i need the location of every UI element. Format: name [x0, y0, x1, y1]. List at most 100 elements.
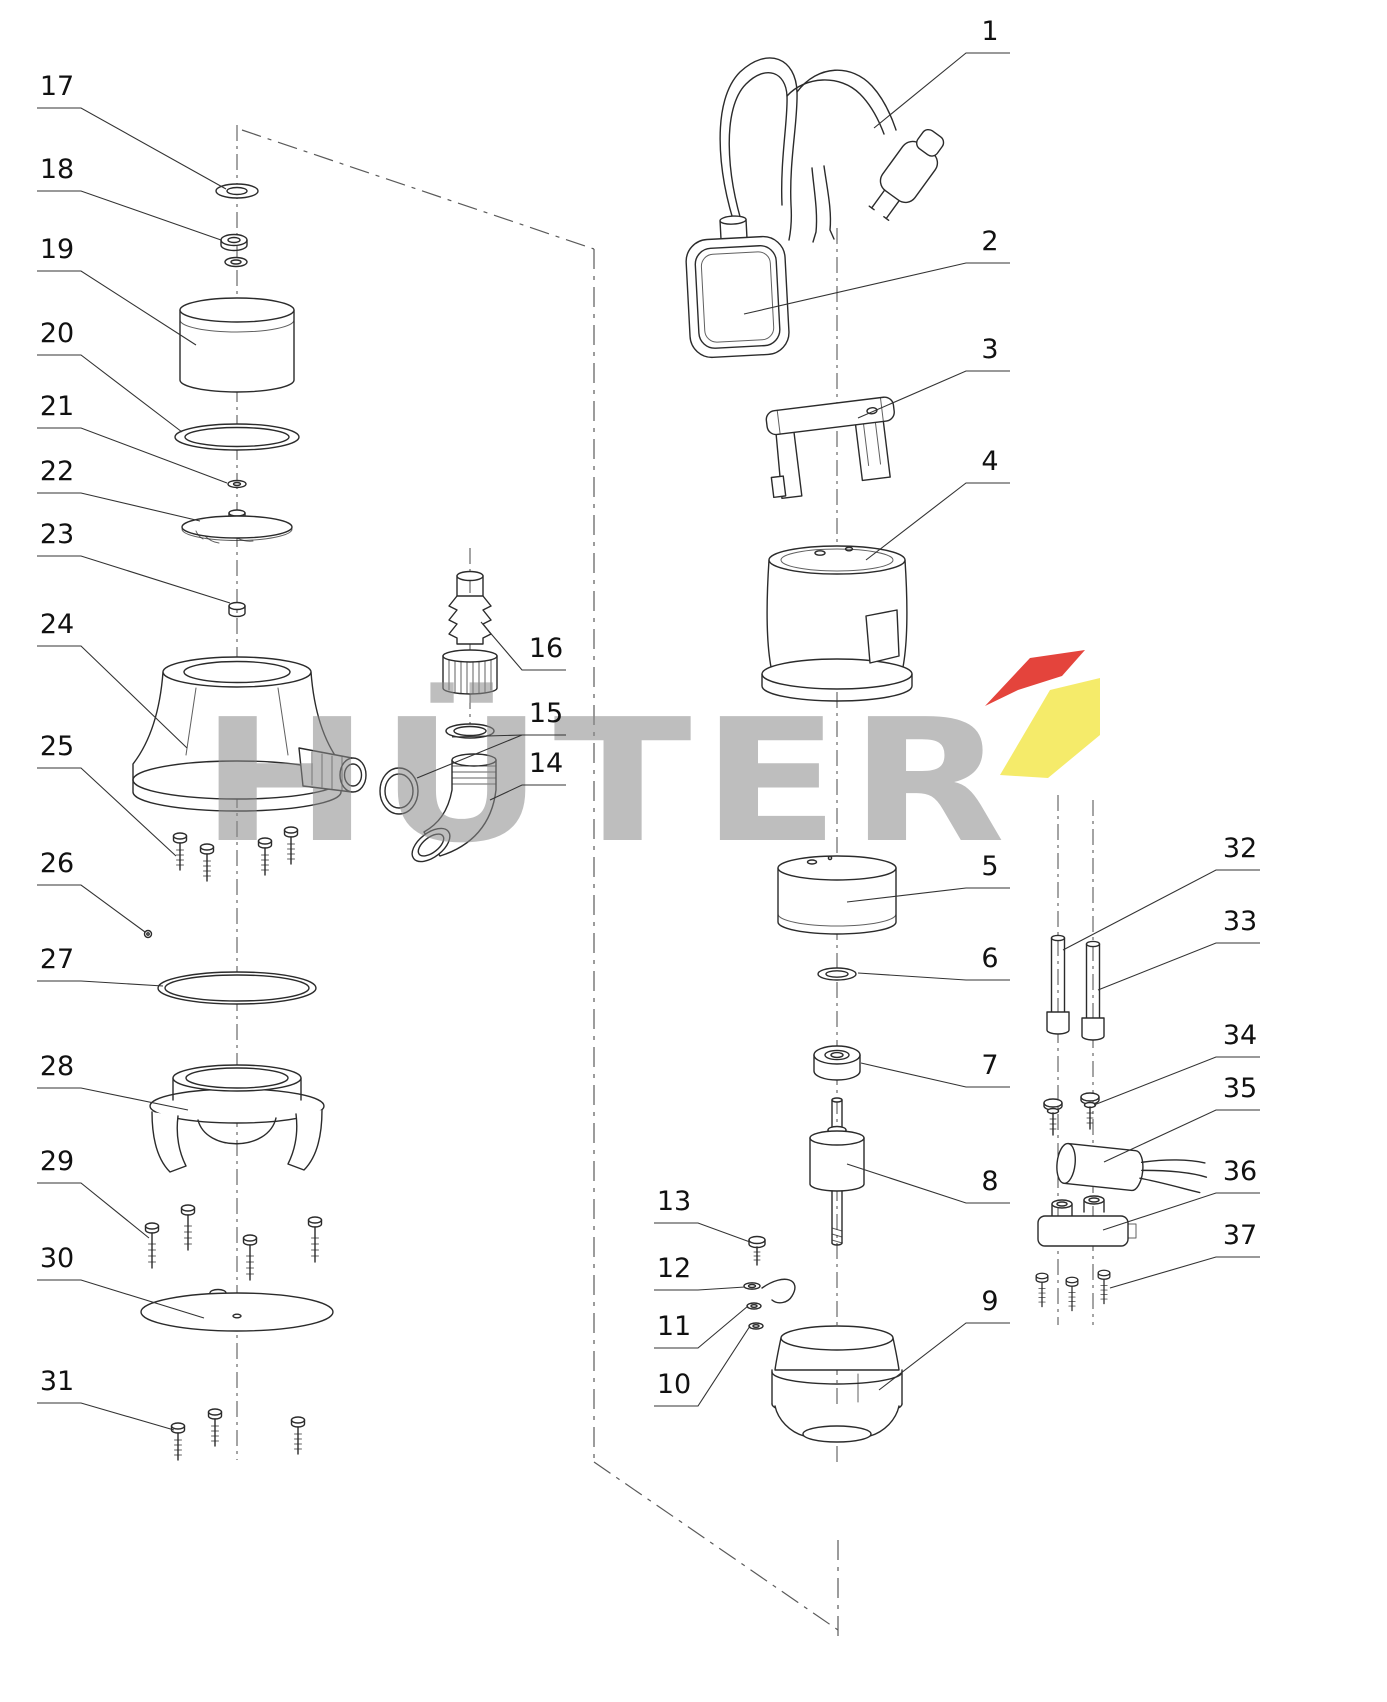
part-11-washer: [746, 1302, 762, 1310]
part-18-nuts: [220, 233, 248, 268]
callout-6: 6: [981, 943, 998, 974]
callout-leader-34: [1093, 1056, 1260, 1106]
brand-logo-icon: [985, 650, 1100, 778]
callout-21: 21: [40, 391, 74, 422]
callout-leader-6: [857, 972, 1010, 981]
callout-leader-11: [654, 1305, 749, 1349]
callout-27: 27: [40, 944, 74, 975]
callout-leader-19: [37, 270, 197, 346]
callout-18: 18: [40, 154, 74, 185]
callout-leader-24: [37, 645, 188, 749]
callout-36: 36: [1223, 1156, 1257, 1187]
callout-11: 11: [657, 1311, 691, 1342]
callout-13: 13: [657, 1186, 691, 1217]
brand-watermark: HÜTER: [200, 650, 1100, 881]
callout-leader-5: [846, 887, 1010, 903]
part-33-tube: [1081, 940, 1105, 1041]
callout-leader-17: [37, 107, 227, 190]
callout-33: 33: [1223, 906, 1257, 937]
callout-leader-12: [654, 1286, 746, 1291]
part-10-washer: [748, 1322, 764, 1330]
part-16-hose-adapter: [442, 570, 498, 695]
callout-leader-32: [1062, 869, 1260, 951]
callout-16: 16: [529, 633, 563, 664]
callout-35: 35: [1223, 1073, 1257, 1104]
part-14-elbow-fitting: [411, 753, 497, 863]
callout-leader-15-b: [416, 734, 523, 779]
callout-leader-18: [37, 190, 222, 241]
part-32-tube: [1046, 934, 1070, 1035]
callout-leader-36: [1102, 1192, 1260, 1231]
callout-15: 15: [529, 698, 563, 729]
callout-19: 19: [40, 234, 74, 265]
callout-1: 1: [981, 16, 998, 47]
callout-30: 30: [40, 1243, 74, 1274]
part-37-screws: [1035, 1269, 1111, 1312]
callout-leaders: [37, 52, 1260, 1431]
watermark-text: HÜTER: [200, 682, 1015, 881]
part-28-diffuser: [149, 1064, 325, 1173]
callout-37: 37: [1223, 1220, 1257, 1251]
part-15-washer-and-o-ring: [379, 723, 495, 815]
part-29-screws: [144, 1204, 323, 1281]
part-27-o-ring: [157, 971, 317, 1005]
callout-leader-4: [865, 482, 1010, 561]
part-19-motor-cup: [179, 297, 295, 393]
part-4-motor-cover: [761, 545, 913, 702]
callout-leader-28: [37, 1087, 189, 1111]
callout-leader-26: [37, 884, 146, 933]
part-13-screw: [748, 1235, 766, 1266]
part-8-rotor-shaft: [809, 1097, 865, 1246]
callout-leader-21: [37, 427, 228, 484]
callout-leader-3: [857, 370, 1010, 419]
callout-26: 26: [40, 848, 74, 879]
part-36-terminal-block: [1037, 1195, 1137, 1247]
part-5-stator-can: [777, 855, 897, 935]
callout-leader-31: [37, 1402, 175, 1431]
callout-29: 29: [40, 1146, 74, 1177]
part-22-impeller: [181, 509, 293, 544]
callout-leader-30: [37, 1279, 205, 1319]
part-35-capacitor: [1056, 1142, 1208, 1194]
callout-leader-7: [860, 1062, 1010, 1088]
callout-leader-33: [1097, 942, 1260, 991]
callout-4: 4: [981, 446, 998, 477]
wire-clip: [761, 1278, 796, 1304]
part-20-gasket: [174, 423, 300, 451]
callout-2: 2: [981, 226, 998, 257]
part-1-power-cord: [719, 57, 945, 243]
part-2-float-switch: [685, 215, 790, 359]
callout-leader-29: [37, 1182, 150, 1239]
callout-leader-35: [1103, 1109, 1260, 1163]
logo-yellow-shape: [1000, 678, 1100, 778]
callout-leader-16: [480, 621, 566, 671]
callout-10: 10: [657, 1369, 691, 1400]
callout-9: 9: [981, 1286, 998, 1317]
callout-23: 23: [40, 519, 74, 550]
callout-leader-37: [1109, 1256, 1260, 1289]
callout-leader-10: [654, 1325, 751, 1407]
callout-leader-8: [846, 1163, 1010, 1204]
part-30-base-plate: [140, 1288, 334, 1332]
callout-leader-25: [37, 767, 177, 857]
part-24-pump-housing: [132, 656, 367, 812]
logo-red-shape: [985, 650, 1085, 706]
callout-7: 7: [981, 1050, 998, 1081]
callout-28: 28: [40, 1051, 74, 1082]
part-26-pin: [143, 929, 153, 939]
part-12-washer: [743, 1282, 761, 1290]
part-6-washer: [817, 967, 857, 981]
callout-22: 22: [40, 456, 74, 487]
callout-leader-2: [743, 262, 1010, 315]
callout-14: 14: [529, 748, 563, 779]
callout-leader-9: [878, 1322, 1010, 1391]
callout-24: 24: [40, 609, 74, 640]
power-plug: [868, 128, 945, 221]
callout-8: 8: [981, 1166, 998, 1197]
callout-25: 25: [40, 731, 74, 762]
callout-17: 17: [40, 71, 74, 102]
part-3-handle-bracket: [765, 396, 895, 500]
callout-31: 31: [40, 1366, 74, 1397]
